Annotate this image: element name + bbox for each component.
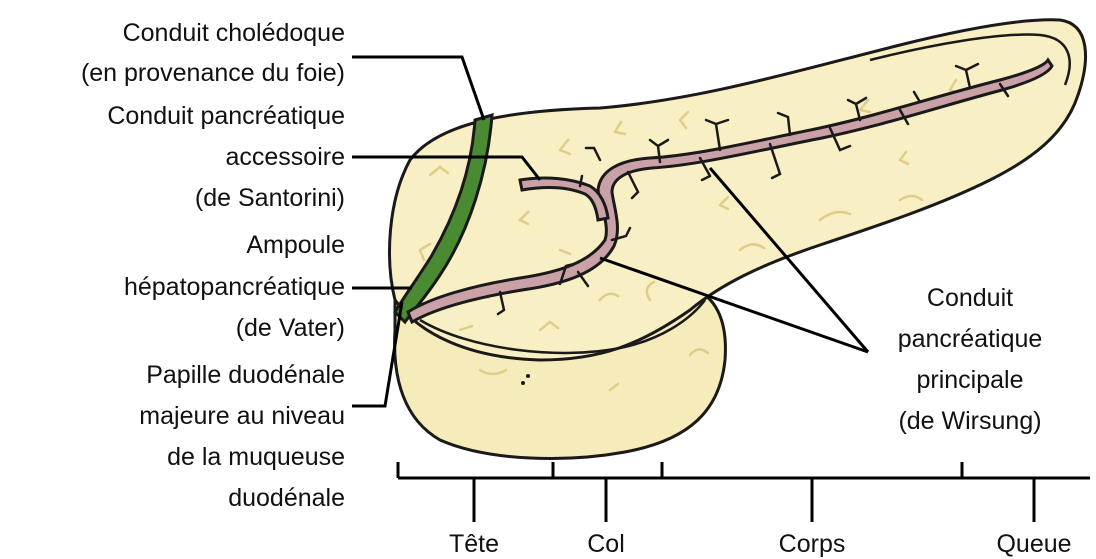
- region-brackets: [398, 462, 1090, 522]
- label-accessory-duct-line1: Conduit pancréatique: [107, 102, 345, 130]
- papilla-dot: [526, 374, 530, 378]
- region-label-tail: Queue: [996, 530, 1071, 558]
- region-label-neck: Col: [587, 530, 625, 558]
- label-papilla-line2: majeure au niveau: [139, 402, 345, 430]
- right-label-main-duct: Conduit pancréatique principale (de Wirs…: [898, 284, 1043, 435]
- region-label-body: Corps: [779, 530, 846, 558]
- label-ampulla-line3: (de Vater): [236, 314, 345, 342]
- label-main-duct-line1: Conduit: [927, 284, 1013, 312]
- left-labels: Conduit cholédoque (en provenance du foi…: [81, 19, 345, 512]
- label-ampulla-line1: Ampoule: [246, 231, 345, 259]
- region-labels: Tête Col Corps Queue: [449, 530, 1072, 558]
- papilla-dot: [521, 381, 525, 385]
- label-main-duct-line4: (de Wirsung): [898, 407, 1041, 435]
- label-papilla-line4: duodénale: [228, 484, 345, 512]
- label-ampulla-line2: hépatopancréatique: [124, 273, 345, 301]
- label-main-duct-line2: pancréatique: [898, 325, 1043, 353]
- label-accessory-duct-line2: accessoire: [226, 143, 346, 171]
- label-papilla-line1: Papille duodénale: [146, 361, 345, 389]
- label-accessory-duct-line3: (de Santorini): [195, 184, 345, 212]
- label-papilla-line3: de la muqueuse: [167, 443, 345, 471]
- label-bile-duct-line1: Conduit cholédoque: [123, 19, 345, 47]
- label-bile-duct-line2: (en provenance du foie): [81, 59, 345, 87]
- label-main-duct-line3: principale: [916, 366, 1023, 394]
- leader-bile-duct: [352, 57, 484, 120]
- region-label-head: Tête: [449, 530, 499, 558]
